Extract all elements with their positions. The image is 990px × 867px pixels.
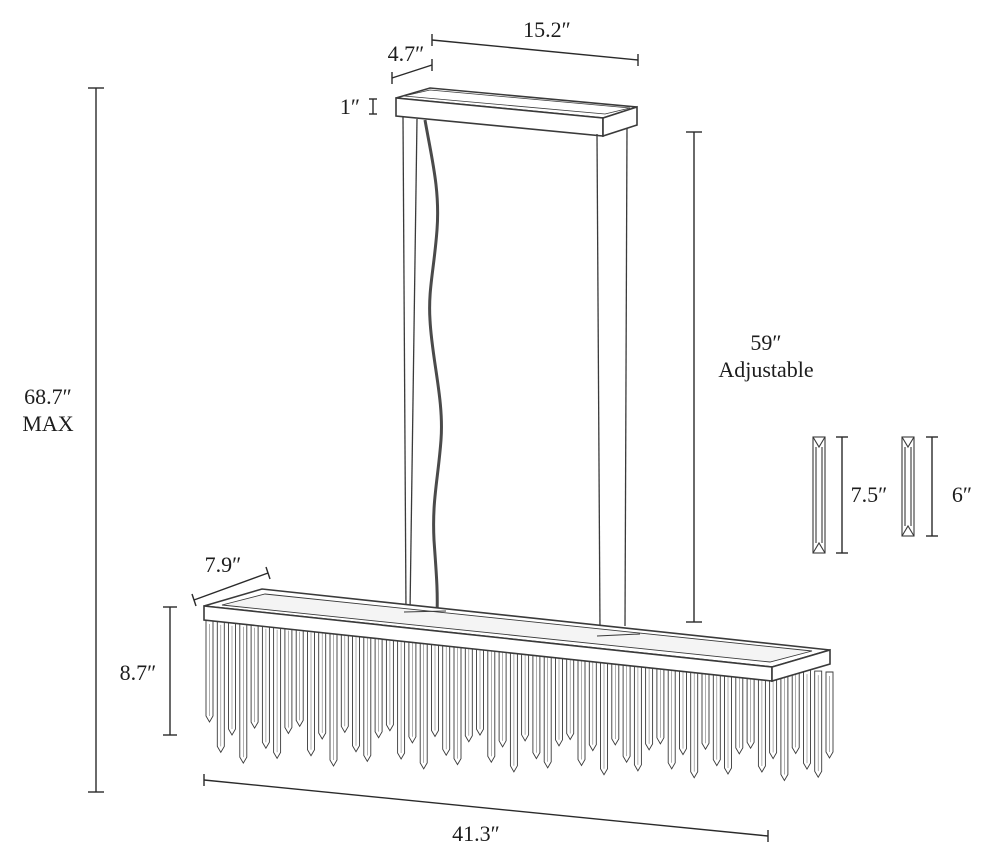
label-canopy-height: 1″ xyxy=(339,94,361,119)
dim-body-length-line xyxy=(203,779,769,837)
label-canopy-depth: 4.7″ xyxy=(387,41,425,66)
dim-body-depth-line xyxy=(193,572,269,601)
fixture-frame xyxy=(203,588,831,683)
label-body-depth: 7.9″ xyxy=(204,552,242,577)
crystal-long-icon xyxy=(812,436,826,554)
power-cord xyxy=(423,119,443,616)
crystal-short-icon xyxy=(901,436,915,537)
label-rod-length: 59″ xyxy=(750,330,782,355)
label-body-height: 8.7″ xyxy=(119,660,157,685)
label-overall-height-note: MAX xyxy=(22,411,74,436)
dim-canopy-length-line xyxy=(431,39,639,61)
label-crystal-long: 7.5″ xyxy=(850,482,888,507)
dim-canopy-depth-line xyxy=(391,64,433,79)
dimension-lines xyxy=(88,34,938,842)
label-rod-note: Adjustable xyxy=(718,357,814,382)
suspension-rods xyxy=(402,116,628,631)
label-canopy-length: 15.2″ xyxy=(523,17,571,42)
label-overall-height: 68.7″ xyxy=(24,384,72,409)
label-crystal-short: 6″ xyxy=(951,482,973,507)
label-body-length: 41.3″ xyxy=(452,821,500,846)
canopy xyxy=(395,87,638,138)
hanging-crystals xyxy=(205,619,834,782)
